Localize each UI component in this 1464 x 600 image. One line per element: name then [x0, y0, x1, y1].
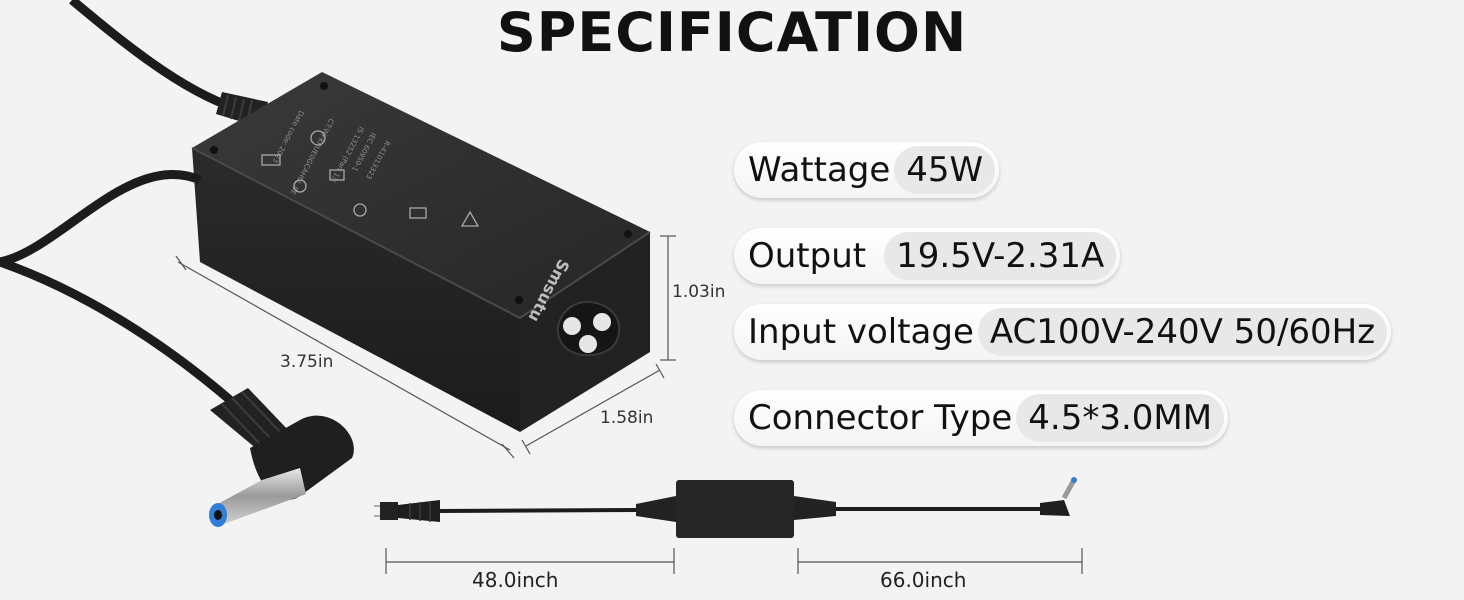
spec-label: Wattage: [748, 150, 891, 190]
height-dimension: 1.03in: [672, 282, 726, 302]
spec-connector-type: Connector Type 4.5*3.0MM: [734, 390, 1229, 446]
ac-cable: [69, 0, 237, 113]
spec-wattage: Wattage 45W: [734, 142, 1000, 198]
adapter-body: Smsutu Date code: 2023 CT:WFKRUE0GCAH0L …: [191, 72, 651, 432]
dc-cable-length: 66.0inch: [880, 568, 967, 592]
width-dimension: 1.58in: [600, 408, 654, 428]
page-title: SPECIFICATION: [496, 1, 968, 64]
spec-label: Input voltage: [748, 312, 974, 352]
cable-dimension-lines: [385, 548, 1083, 574]
spec-value: 19.5V-2.31A: [884, 232, 1117, 280]
spec-value: AC100V-240V 50/60Hz: [977, 308, 1388, 356]
spec-value: 4.5*3.0MM: [1016, 394, 1225, 442]
dc-connector: [209, 388, 354, 527]
dimension-lines: [175, 235, 676, 459]
ac-inlet: [557, 300, 621, 357]
spec-label: Connector Type: [748, 398, 1013, 438]
ac-cable-length: 48.0inch: [472, 568, 559, 592]
length-dimension: 3.75in: [280, 352, 334, 372]
spec-label: Output: [748, 236, 867, 276]
dc-cable: [0, 169, 202, 267]
spec-input-voltage: Input voltage AC100V-240V 50/60Hz: [734, 304, 1392, 360]
spec-output: Output 19.5V-2.31A: [734, 228, 1121, 284]
full-cable-view: [374, 477, 1077, 538]
spec-value: 45W: [894, 146, 996, 194]
